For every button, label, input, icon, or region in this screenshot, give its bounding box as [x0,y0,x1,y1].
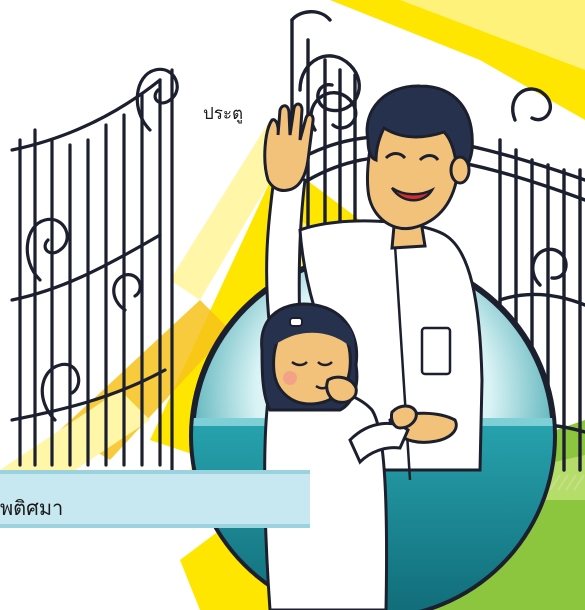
gate-label: ประตู [203,104,244,124]
left-gate [10,67,179,472]
baptism-label-panel [0,470,310,528]
daughter-figure [260,302,418,610]
hatch-marks [549,474,585,491]
baptism-label: พติศมา [0,496,64,520]
